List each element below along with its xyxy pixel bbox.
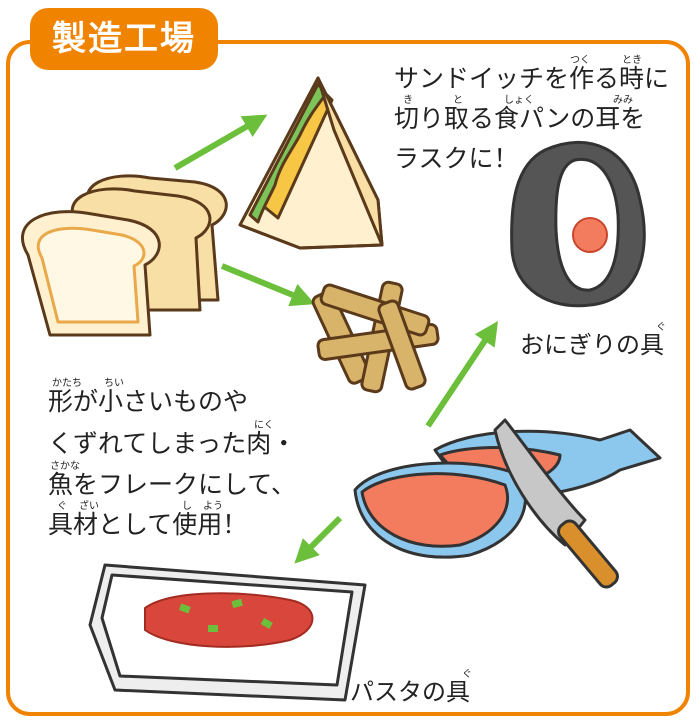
sandwich-text-line1: サンドイッチを作る時に — [394, 64, 670, 93]
ruby-shi: し — [182, 501, 192, 512]
ruby-mimi: みみ — [613, 95, 633, 106]
onigiri-icon — [510, 140, 646, 308]
arrow-to-sandwich — [173, 114, 268, 171]
fish-text-line2: くずれてしまった肉・ — [48, 429, 297, 458]
ruby-zai: ざい — [79, 501, 99, 512]
ruby-gu2: ぐ — [57, 501, 67, 512]
rusk-icon — [311, 280, 440, 394]
ruby-to: と — [453, 95, 463, 106]
fish-text-line3: 魚をフレークにして、 — [48, 470, 297, 499]
sandwich-text-line3: ラスクに！ — [394, 144, 519, 173]
ruby-gu1: ぐ — [656, 322, 666, 333]
fish-text-line4: 具材として使用！ — [48, 510, 248, 539]
bread-icon — [21, 174, 228, 337]
arrow-to-onigiri — [425, 321, 498, 428]
pasta-label: パスタの具 — [350, 678, 470, 706]
ruby-you: よう — [203, 501, 223, 512]
pasta-tray-icon — [88, 563, 367, 702]
fish-icon — [353, 428, 662, 559]
arrow-to-rusk — [220, 263, 315, 307]
ruby-toki: とき — [622, 55, 642, 66]
ruby-chii: ちい — [104, 378, 124, 389]
ruby-ki: き — [403, 95, 413, 106]
sandwich-text-line2: 切り取る食パンの耳を — [394, 104, 646, 133]
fish-text-line1: 形が小さいものや — [48, 387, 249, 416]
ruby-katachi: かたち — [52, 378, 82, 389]
frame-border — [6, 40, 690, 716]
ruby-niku: にく — [254, 420, 274, 431]
sandwich-icon — [238, 76, 384, 250]
knife-icon — [493, 418, 619, 589]
ruby-sakana: さかな — [50, 461, 80, 472]
ruby-gu3: ぐ — [462, 669, 472, 680]
ruby-shoku: しょく — [504, 95, 534, 106]
ruby-tsuku: つく — [570, 55, 590, 66]
page-title: 製造工場 — [30, 8, 218, 70]
onigiri-label: おにぎりの具 — [520, 331, 664, 359]
arrow-to-pasta — [294, 515, 343, 564]
